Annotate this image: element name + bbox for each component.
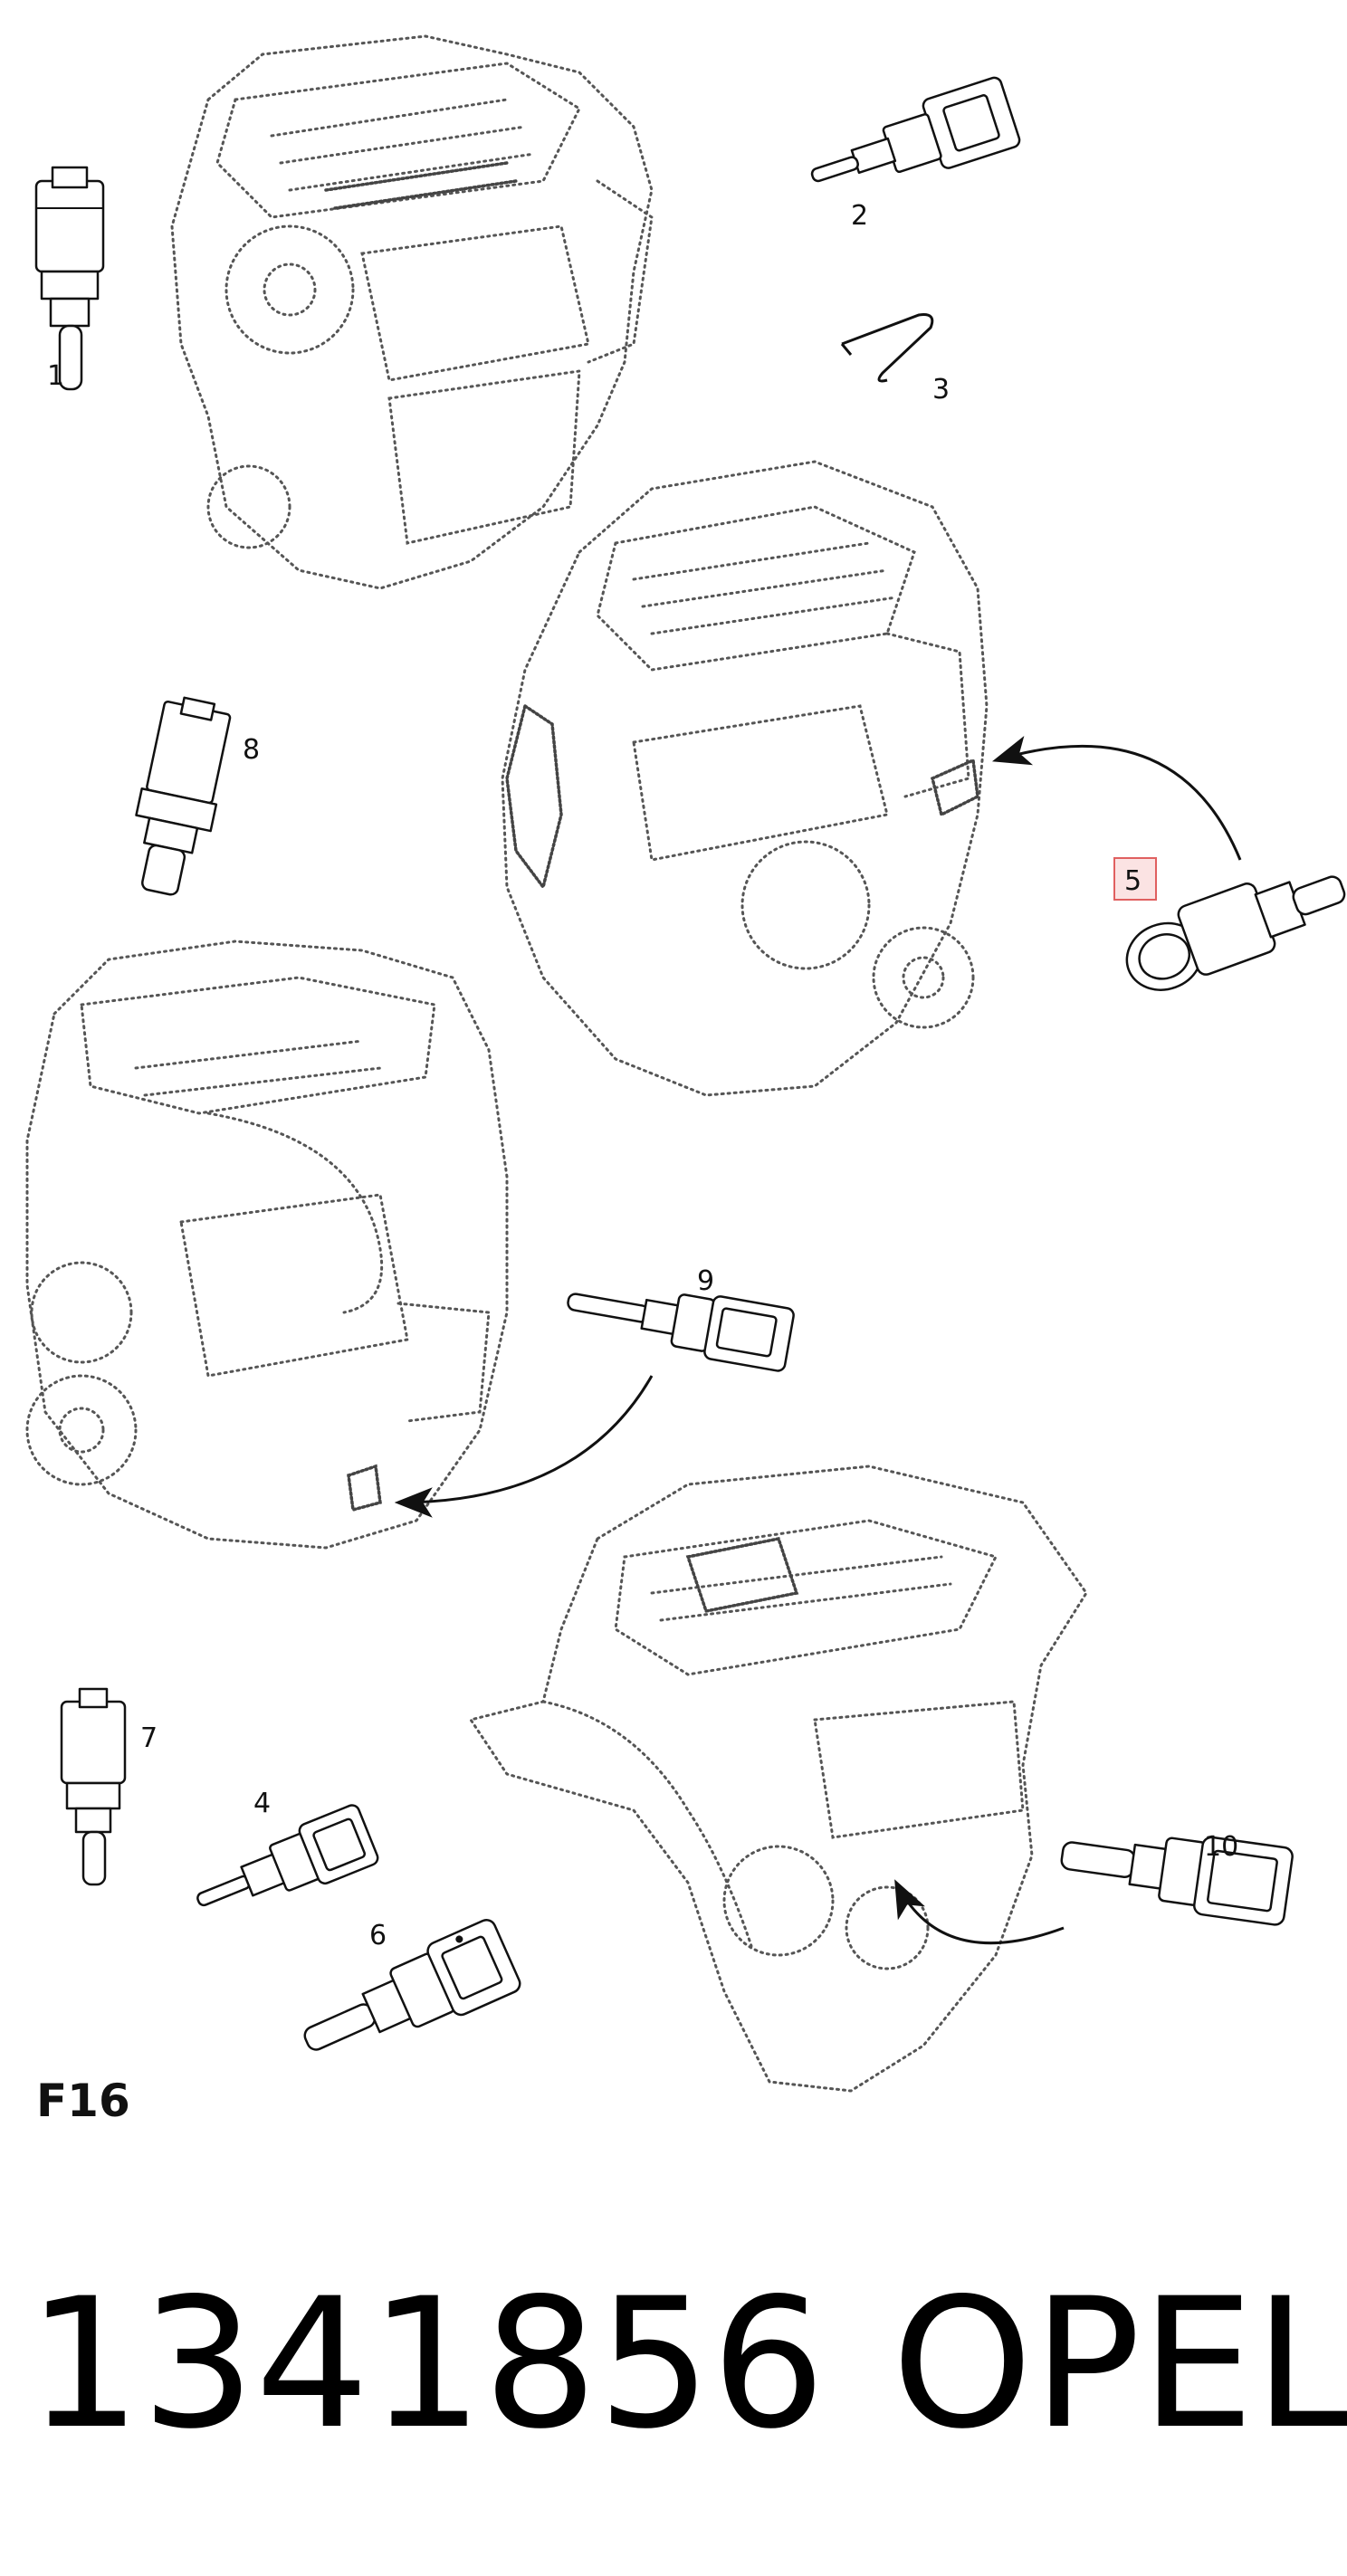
engine-illustration-lower-left xyxy=(25,940,509,1550)
part-8-temperature-sensor xyxy=(135,696,232,896)
callout-4: 4 xyxy=(253,1788,271,1819)
leader-arrows xyxy=(394,736,1242,1945)
part-10-sensor-with-connector xyxy=(1060,1836,1294,1926)
callout-9: 9 xyxy=(697,1265,714,1297)
part-3-retaining-clip xyxy=(840,313,934,383)
part-7-temperature-sensor xyxy=(60,1687,127,1886)
arrow-part-9 xyxy=(394,1375,654,1518)
callout-2: 2 xyxy=(851,200,868,232)
callout-5-highlight-box xyxy=(1113,857,1157,901)
arrow-part-10 xyxy=(894,1879,1065,1945)
callout-labels: 1 2 3 8 5 9 7 4 6 10 xyxy=(47,200,1238,1951)
callout-8: 8 xyxy=(243,734,260,766)
part-6-sensor-with-connector xyxy=(303,1918,521,2051)
callout-1: 1 xyxy=(47,360,64,392)
arrow-part-5 xyxy=(991,736,1242,861)
part-4-sensor-with-connector xyxy=(196,1804,379,1907)
part-number: 1341856 xyxy=(27,2259,826,2468)
callout-10: 10 xyxy=(1204,1831,1238,1863)
callout-7: 7 xyxy=(140,1722,158,1754)
callout-6: 6 xyxy=(369,1920,387,1951)
part-5-temperature-sensor xyxy=(1125,875,1346,991)
engine-illustration-bottom xyxy=(468,1465,1088,2093)
callout-5: 5 xyxy=(1124,865,1142,897)
engine-illustration-top xyxy=(170,34,654,590)
sheet-code: F16 xyxy=(36,2075,130,2127)
part-2-sensor-with-connector xyxy=(810,76,1021,183)
callout-3: 3 xyxy=(932,374,950,405)
brand-name: OPEL xyxy=(892,2259,1347,2468)
part-9-sensor-with-connector xyxy=(567,1293,795,1372)
part-1-temperature-sensor xyxy=(34,166,105,391)
engine-illustration-middle xyxy=(501,460,989,1097)
